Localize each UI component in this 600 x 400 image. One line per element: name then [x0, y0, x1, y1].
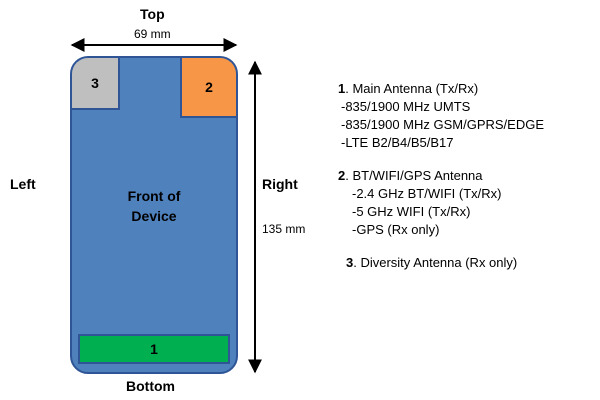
legend-title-3: 3. Diversity Antenna (Rx only) — [346, 255, 518, 270]
label-bottom: Bottom — [126, 378, 175, 394]
antenna-legend: 1. Main Antenna (Tx/Rx) -835/1900 MHz UM… — [338, 80, 544, 287]
label-right: Right — [262, 176, 298, 192]
legend-item: -GPS (Rx only) — [352, 222, 440, 237]
legend-item: -LTE B2/B4/B5/B17 — [341, 135, 454, 150]
legend-item: -5 GHz WIFI (Tx/Rx) — [352, 204, 471, 219]
label-left: Left — [10, 176, 36, 192]
antenna-1: 1 — [78, 334, 230, 364]
device-outline: 3 2 Front of Device 1 — [70, 56, 238, 374]
legend-group-1: 1. Main Antenna (Tx/Rx) -835/1900 MHz UM… — [338, 80, 544, 152]
label-top: Top — [140, 6, 165, 22]
legend-item: -835/1900 MHz UMTS — [341, 99, 471, 114]
antenna-3: 3 — [72, 58, 120, 110]
antenna-2: 2 — [180, 58, 236, 118]
antenna-2-label: 2 — [205, 79, 213, 95]
label-height: 135 mm — [262, 222, 306, 236]
legend-title-1: 1. Main Antenna (Tx/Rx) — [338, 81, 479, 96]
antenna-1-label: 1 — [150, 341, 158, 357]
device-front-line2: Device — [131, 208, 177, 224]
legend-item: -2.4 GHz BT/WIFI (Tx/Rx) — [352, 186, 502, 201]
device-front-label: Front of Device — [72, 186, 236, 226]
legend-group-3: 3. Diversity Antenna (Rx only) — [338, 254, 544, 272]
antenna-3-label: 3 — [91, 75, 99, 91]
label-width: 69 mm — [134, 27, 171, 41]
device-front-line1: Front of — [127, 188, 181, 204]
legend-item: -835/1900 MHz GSM/GPRS/EDGE — [341, 117, 545, 132]
legend-group-2: 2. BT/WIFI/GPS Antenna -2.4 GHz BT/WIFI … — [338, 167, 544, 239]
legend-title-2: 2. BT/WIFI/GPS Antenna — [338, 168, 483, 183]
